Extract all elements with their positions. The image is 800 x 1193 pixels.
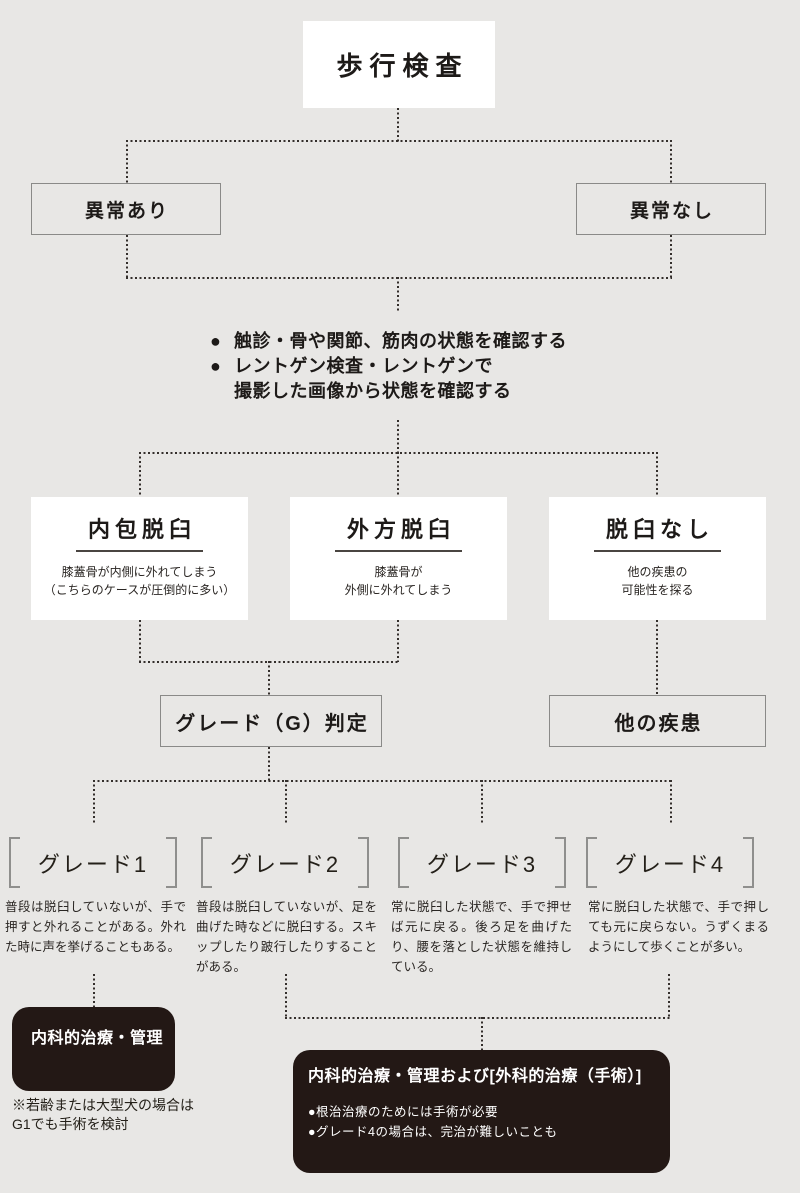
node-surgical-treatment: 内科的治療・管理および[外科的治療（手術）] ●根治治療のためには手術が必要 ●…	[293, 1050, 670, 1173]
dotted-connector	[656, 452, 658, 497]
node-medial-luxation-desc: 膝蓋骨が内側に外れてしまう （こちらのケースが圧倒的に多い）	[44, 563, 235, 599]
dotted-connector	[397, 277, 399, 311]
dotted-connector	[126, 277, 672, 279]
surgical-treatment-bullets: ●根治治療のためには手術が必要 ●グレード4の場合は、完治が難しいことも	[308, 1102, 656, 1142]
bullet-icon: ●	[210, 331, 222, 351]
dotted-connector	[670, 140, 672, 183]
dotted-connector	[481, 780, 483, 823]
node-surgical-treatment-title: 内科的治療・管理および[外科的治療（手術）]	[308, 1068, 642, 1085]
grade-1-description: 普段は脱臼していないが、手で押すと外れることがある。外れた時に声を挙げることもあ…	[5, 900, 186, 954]
dotted-connector	[397, 452, 399, 497]
node-grade-2: グレード2	[201, 837, 369, 888]
node-conservative-treatment: 内科的治療・管理	[12, 1007, 175, 1091]
node-gait-exam-label: 歩行検査	[336, 51, 469, 81]
node-abnormal-label: 異常あり	[84, 200, 169, 222]
exam-note-line: ● レントゲン検査・レントゲンで	[210, 354, 567, 379]
dotted-connector	[268, 661, 270, 695]
node-no-luxation-heading: 脱臼なし	[593, 519, 721, 552]
dotted-connector	[656, 620, 658, 695]
node-medial-luxation: 内包脱臼 膝蓋骨が内側に外れてしまう （こちらのケースが圧倒的に多い）	[31, 497, 248, 620]
exam-note-line: 撮影した画像から状態を確認する	[210, 379, 567, 404]
dotted-connector	[93, 780, 95, 823]
node-grade-4: グレード4	[586, 837, 754, 888]
node-lateral-luxation-heading: 外方脱臼	[334, 519, 462, 552]
dotted-connector	[668, 974, 670, 1018]
dotted-connector	[268, 747, 270, 781]
node-grade-2-label: グレード2	[229, 851, 341, 877]
dotted-connector	[670, 780, 672, 823]
desc-line: （こちらのケースが圧倒的に多い）	[43, 583, 236, 597]
node-grade-3-label: グレード3	[426, 851, 538, 877]
bullet-icon	[210, 379, 234, 404]
exam-notes: ● 触診・骨や関節、筋肉の状態を確認する ● レントゲン検査・レントゲンで 撮影…	[210, 329, 567, 404]
surgical-bullet-line: ●根治治療のためには手術が必要	[308, 1105, 499, 1119]
node-grade-1-label: グレード1	[37, 851, 149, 877]
node-other-disease-label: 他の疾患	[614, 712, 703, 735]
dotted-connector	[397, 108, 399, 142]
exam-note-line: ● 触診・骨や関節、筋肉の状態を確認する	[210, 329, 567, 354]
node-normal: 異常なし	[576, 183, 766, 235]
node-lateral-luxation: 外方脱臼 膝蓋骨が 外側に外れてしまう	[290, 497, 507, 620]
grade-2-description: 普段は脱臼していないが、足を曲げた時などに脱臼する。スキップしたり跛行したりする…	[196, 900, 377, 974]
node-grade-judgement: グレード（G）判定	[160, 695, 382, 747]
node-other-disease: 他の疾患	[549, 695, 766, 747]
node-grade-4-label: グレード4	[614, 851, 726, 877]
dotted-connector	[397, 420, 399, 454]
dotted-connector	[126, 140, 672, 142]
node-grade-judgement-label: グレード（G）判定	[175, 712, 369, 735]
dotted-connector	[93, 974, 95, 1007]
exam-note-text: 撮影した画像から状態を確認する	[234, 381, 512, 401]
dotted-connector	[285, 974, 287, 1018]
surgical-bullet-line: ●グレード4の場合は、完治が難しいことも	[308, 1125, 558, 1139]
dotted-connector	[670, 235, 672, 278]
dotted-connector	[126, 235, 128, 278]
footnote-line: ※若齢または大型犬の場合は	[12, 1097, 194, 1113]
dotted-connector	[481, 1017, 483, 1051]
dotted-connector	[285, 780, 287, 823]
node-normal-label: 異常なし	[629, 200, 714, 222]
exam-note-text: レントゲン検査・レントゲンで	[234, 356, 493, 376]
conservative-treatment-footnote: ※若齢または大型犬の場合は G1でも手術を検討	[12, 1096, 194, 1134]
desc-line: 可能性を探る	[621, 583, 694, 597]
dotted-connector	[397, 620, 399, 662]
node-medial-luxation-heading: 内包脱臼	[75, 519, 203, 552]
node-no-luxation: 脱臼なし 他の疾患の 可能性を探る	[549, 497, 766, 620]
node-lateral-luxation-desc: 膝蓋骨が 外側に外れてしまう	[345, 563, 453, 599]
node-gait-exam: 歩行検査	[303, 21, 495, 108]
desc-line: 膝蓋骨が内側に外れてしまう	[61, 565, 218, 579]
dotted-connector	[139, 620, 141, 662]
desc-line: 外側に外れてしまう	[344, 583, 453, 597]
exam-note-text: 触診・骨や関節、筋肉の状態を確認する	[234, 331, 567, 351]
dotted-connector	[285, 1017, 670, 1019]
grade-4-description: 常に脱臼した状態で、手で押しても元に戻らない。うずくまるようにして歩くことが多い…	[588, 900, 769, 954]
node-grade-3: グレード3	[398, 837, 566, 888]
desc-line: 膝蓋骨が	[374, 565, 423, 579]
desc-line: 他の疾患の	[627, 565, 688, 579]
dotted-connector	[139, 452, 141, 497]
node-conservative-treatment-label: 内科的治療・管理	[31, 1030, 164, 1047]
grade-3-description: 常に脱臼した状態で、手で押せば元に戻る。後ろ足を曲げたり、腰を落とした状態を維持…	[391, 900, 572, 974]
dotted-connector	[126, 140, 128, 183]
node-abnormal: 異常あり	[31, 183, 221, 235]
node-grade-1: グレード1	[9, 837, 177, 888]
bullet-icon: ●	[210, 356, 222, 376]
node-no-luxation-desc: 他の疾患の 可能性を探る	[621, 563, 693, 599]
footnote-line: G1でも手術を検討	[12, 1116, 129, 1132]
dotted-connector	[93, 780, 671, 782]
